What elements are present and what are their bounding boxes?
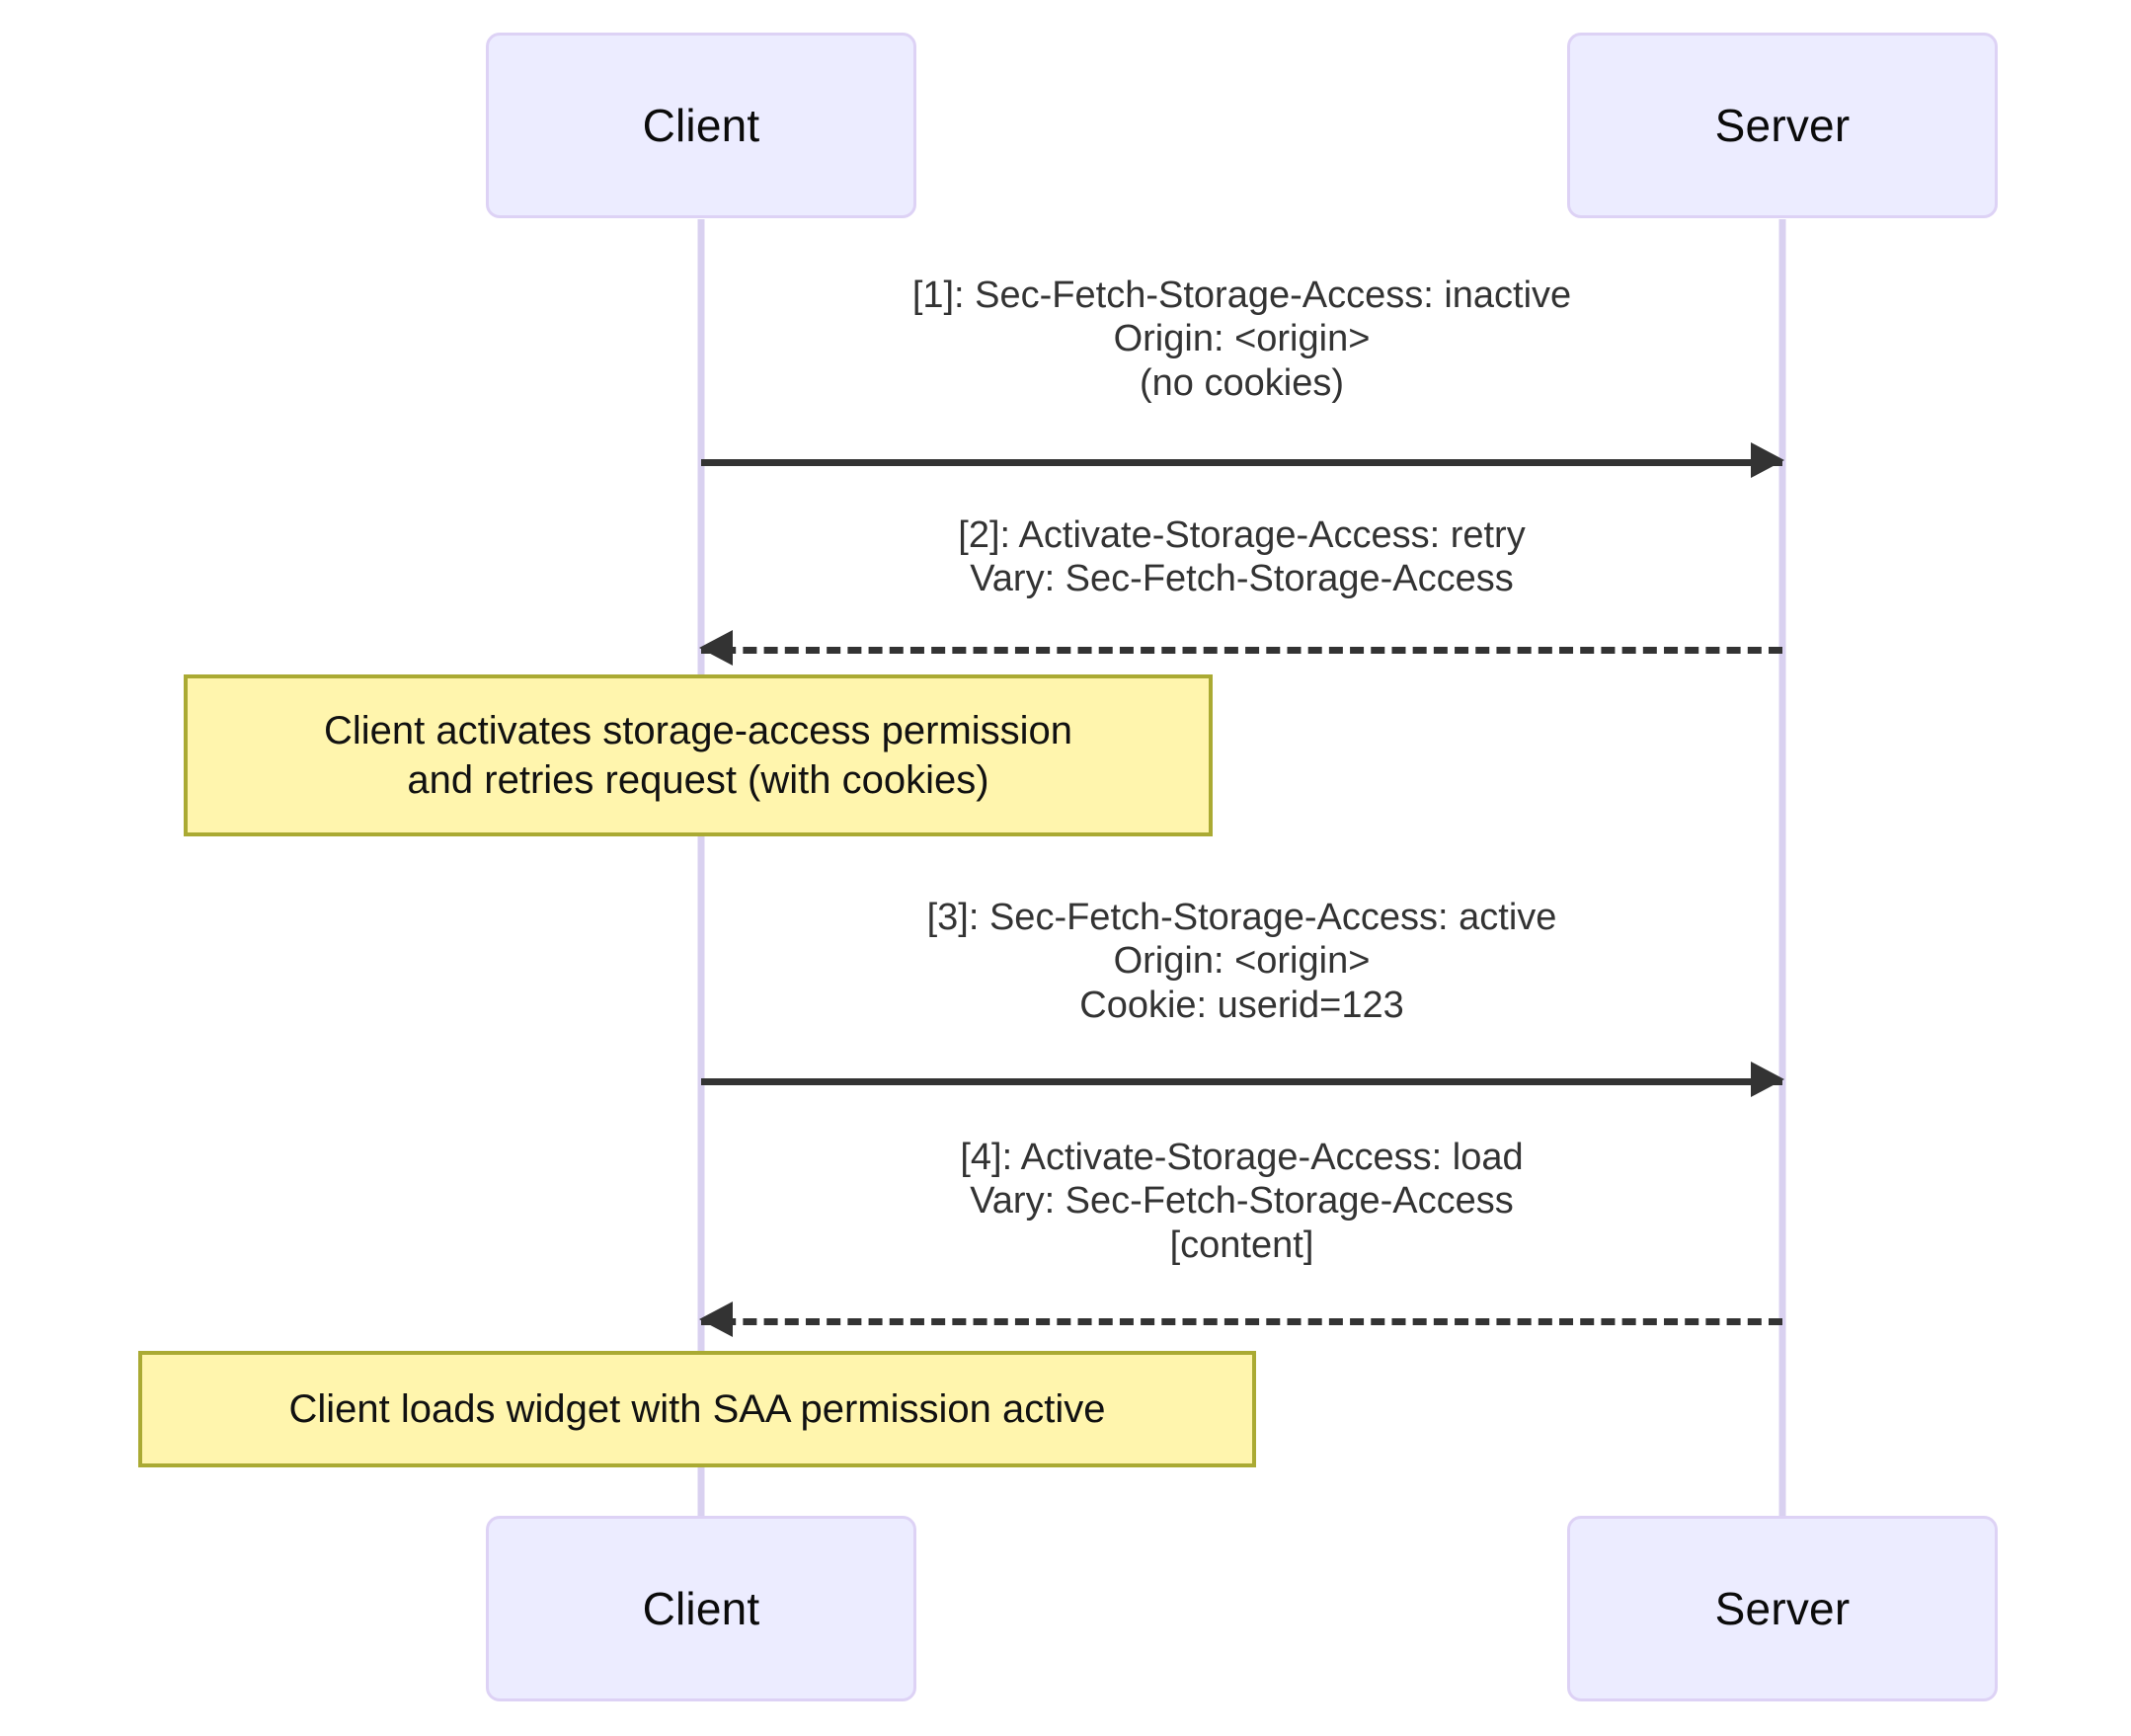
- message-line: Vary: Sec-Fetch-Storage-Access: [970, 558, 1514, 600]
- message-line: Origin: <origin>: [1113, 940, 1371, 983]
- message-line: Cookie: userid=123: [1079, 984, 1404, 1026]
- arrow-head-left-icon: [699, 630, 733, 666]
- arrow-shaft: [701, 459, 1782, 466]
- message-line: (no cookies): [1140, 361, 1344, 404]
- message-line: [2]: Activate-Storage-Access: retry: [958, 514, 1526, 556]
- note-load: Client loads widget with SAA permission …: [138, 1351, 1256, 1467]
- message-label-3: [3]: Sec-Fetch-Storage-Access: active Or…: [701, 896, 1782, 1027]
- actor-box-server-bottom[interactable]: Server: [1567, 1516, 1998, 1701]
- lifeline-client: [697, 219, 705, 1523]
- note-line: Client loads widget with SAA permission …: [288, 1386, 1106, 1431]
- arrow-head-right-icon: [1751, 442, 1784, 478]
- actor-label-server-bottom: Server: [1714, 1583, 1851, 1634]
- message-label-4: [4]: Activate-Storage-Access: load Vary:…: [701, 1136, 1782, 1267]
- arrow-shaft: [701, 1318, 1782, 1325]
- actor-box-client-top[interactable]: Client: [486, 33, 916, 218]
- note-line: and retries request (with cookies): [407, 758, 989, 802]
- message-line: [3]: Sec-Fetch-Storage-Access: active: [926, 897, 1557, 938]
- actor-label-client-bottom: Client: [642, 1583, 760, 1634]
- actor-label-client-top: Client: [642, 100, 760, 151]
- message-line: [content]: [1169, 1223, 1314, 1266]
- message-line: [1]: Sec-Fetch-Storage-Access: inactive: [911, 275, 1572, 316]
- actor-box-server-top[interactable]: Server: [1567, 33, 1998, 218]
- note-activate: Client activates storage-access permissi…: [184, 674, 1213, 836]
- note-line: Client activates storage-access permissi…: [323, 708, 1073, 752]
- arrow-shaft: [701, 1078, 1782, 1085]
- message-label-1: [1]: Sec-Fetch-Storage-Access: inactive …: [701, 274, 1782, 405]
- message-line: Vary: Sec-Fetch-Storage-Access: [970, 1180, 1514, 1223]
- message-line: Origin: <origin>: [1113, 318, 1371, 360]
- message-line: [4]: Activate-Storage-Access: load: [960, 1137, 1524, 1178]
- arrow-head-right-icon: [1751, 1062, 1784, 1097]
- message-label-2: [2]: Activate-Storage-Access: retry Vary…: [701, 513, 1782, 601]
- arrow-shaft: [701, 647, 1782, 654]
- lifeline-server: [1778, 219, 1786, 1523]
- arrow-head-left-icon: [699, 1302, 733, 1337]
- actor-label-server-top: Server: [1714, 100, 1851, 151]
- actor-box-client-bottom[interactable]: Client: [486, 1516, 916, 1701]
